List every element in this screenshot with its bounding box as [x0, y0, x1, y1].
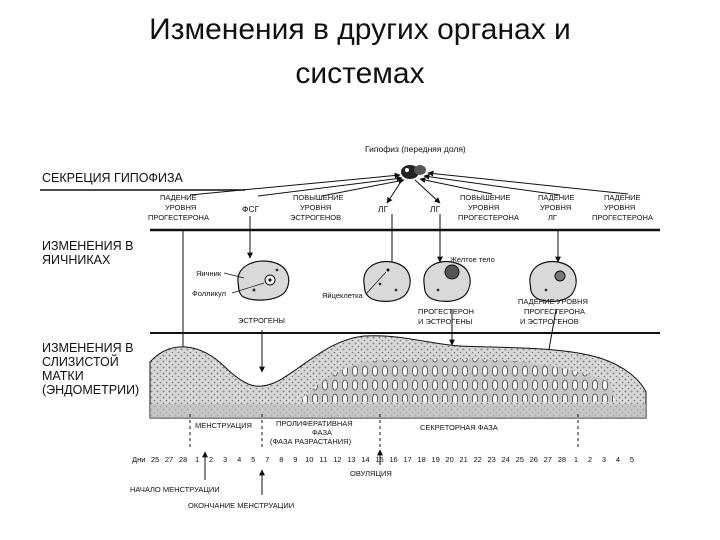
fall-label-3: И ЭСТРОГЕНОВ — [520, 317, 579, 326]
event-ovulation: ОВУЛЯЦИЯ — [350, 469, 392, 478]
svg-text:ПОВЫШЕНИЕ: ПОВЫШЕНИЕ — [460, 193, 511, 202]
corpus-luteum-label: Желтое тело — [450, 255, 495, 264]
phase-menstruation: МЕНСТРУАЦИЯ — [195, 421, 252, 430]
day-number: 21 — [459, 455, 467, 464]
day-number: 16 — [389, 455, 397, 464]
day-number: 17 — [403, 455, 411, 464]
title-line-2: системах — [295, 57, 425, 90]
event-menstruation-start: НАЧАЛО МЕНСТРУАЦИИ — [130, 485, 220, 494]
hormone-label-8: ПАДЕНИЕ УРОВНЯ ПРОГЕСТЕРОНА — [592, 193, 653, 222]
phase-proliferative-2: ФАЗА — [312, 428, 332, 437]
day-number: 22 — [474, 455, 482, 464]
svg-text:ПАДЕНИЕ: ПАДЕНИЕ — [160, 193, 197, 202]
svg-text:ПРОГЕСТЕРОНА: ПРОГЕСТЕРОНА — [458, 213, 519, 222]
section-endometrium-2: СЛИЗИСТОЙ — [42, 354, 119, 369]
slide-title: Изменения в других органах и системах — [0, 8, 720, 96]
svg-text:ПОВЫШЕНИЕ: ПОВЫШЕНИЕ — [293, 193, 344, 202]
day-number: 5 — [630, 455, 634, 464]
svg-text:ПАДЕНИЕ: ПАДЕНИЕ — [604, 193, 641, 202]
day-number: 9 — [293, 455, 297, 464]
day-number: 28 — [558, 455, 566, 464]
fall-label-2: ПРОГЕСТЕРОНА — [524, 307, 585, 316]
phase-proliferative-1: ПРОЛИФЕРАТИВНАЯ — [276, 419, 353, 428]
svg-text:ПРОГЕСТЕРОНА: ПРОГЕСТЕРОНА — [592, 213, 653, 222]
day-number: 12 — [333, 455, 341, 464]
hormone-label-1: ПАДЕНИЕ УРОВНЯ ПРОГЕСТЕРОНА — [148, 193, 209, 222]
day-number: 24 — [502, 455, 510, 464]
hormone-label-3: ПОВЫШЕНИЕ УРОВНЯ ЭСТРОГЕНОВ — [290, 193, 344, 222]
phase-secretory: СЕКРЕТОРНАЯ ФАЗА — [420, 423, 498, 432]
pituitary-icon — [401, 165, 426, 179]
day-number: 3 — [223, 455, 227, 464]
day-number: 4 — [237, 455, 241, 464]
section-ovary-changes-2: ЯИЧНИКАХ — [42, 253, 111, 267]
svg-text:ЭСТРОГЕНОВ: ЭСТРОГЕНОВ — [290, 213, 341, 222]
day-number: 11 — [320, 455, 328, 464]
section-ovary-changes-1: ИЗМЕНЕНИЯ В — [42, 239, 134, 253]
egg-label: Яйцеклетка — [322, 291, 364, 300]
title-line-1: Изменения в других органах и — [149, 13, 571, 46]
hormone-label-lh-1: ЛГ — [378, 204, 389, 214]
ovary-icon-4 — [529, 261, 577, 302]
follicle-label: Фолликул — [192, 289, 226, 298]
day-number: 1 — [195, 455, 199, 464]
day-number: 27 — [544, 455, 552, 464]
day-number: 14 — [361, 455, 369, 464]
svg-text:УРОВНЯ: УРОВНЯ — [300, 203, 331, 212]
section-endometrium-1: ИЗМЕНЕНИЯ В — [42, 341, 134, 355]
pituitary-label: Гипофиз (передняя доля) — [365, 144, 466, 154]
section-endometrium-3: МАТКИ — [42, 369, 84, 383]
estrogens-label: ЭСТРОГЕНЫ — [238, 316, 285, 325]
ovary-icon-3 — [423, 261, 471, 302]
ovary-icon-1 — [237, 260, 290, 301]
day-number: 15 — [375, 455, 383, 464]
prog-estr-label-1: ПРОГЕСТЕРОН — [418, 307, 474, 316]
day-number: 18 — [417, 455, 425, 464]
phase-dividers — [189, 414, 579, 450]
day-number: 1 — [574, 455, 578, 464]
day-number: 13 — [347, 455, 355, 464]
day-number: 20 — [445, 455, 453, 464]
ovary-label: Яичник — [196, 269, 222, 278]
day-number: 10 — [305, 455, 313, 464]
day-number: 25 — [151, 455, 159, 464]
phase-proliferative-3: (ФАЗА РАЗРАСТАНИЯ) — [270, 437, 352, 446]
hormone-arrows — [180, 170, 629, 495]
fall-label-1: ПАДЕНИЕ УРОВНЯ — [518, 297, 588, 306]
day-number: 2 — [588, 455, 592, 464]
day-number: 26 — [530, 455, 538, 464]
day-number: 28 — [179, 455, 187, 464]
ovary-icon-2 — [363, 261, 411, 302]
day-number: 25 — [516, 455, 524, 464]
day-number: 5 — [251, 455, 255, 464]
day-number: 19 — [431, 455, 439, 464]
hormone-label-6: ПОВЫШЕНИЕ УРОВНЯ ПРОГЕСТЕРОНА — [458, 193, 519, 222]
day-number: 4 — [616, 455, 620, 464]
endometrium-illustration — [149, 335, 647, 419]
prog-estr-label-2: И ЭСТРОГЕНЫ — [418, 317, 473, 326]
svg-text:УРОВНЯ: УРОВНЯ — [540, 203, 571, 212]
hormone-label-7: ПАДЕНИЕ УРОВНЯ ЛГ — [538, 193, 575, 222]
days-label: Дни — [132, 455, 145, 464]
svg-text:ЛГ: ЛГ — [548, 213, 557, 222]
day-number: 7 — [265, 455, 269, 464]
event-menstruation-end: ОКОНЧАНИЕ МЕНСТРУАЦИИ — [188, 501, 294, 510]
day-number: 2 — [209, 455, 213, 464]
hormone-label-fsh: ФСГ — [242, 204, 260, 214]
day-number: 8 — [279, 455, 283, 464]
svg-text:УРОВНЯ: УРОВНЯ — [604, 203, 635, 212]
svg-text:ПРОГЕСТЕРОНА: ПРОГЕСТЕРОНА — [148, 213, 209, 222]
hormone-label-lh-2: ЛГ — [430, 204, 441, 214]
section-pituitary-secretion: СЕКРЕЦИЯ ГИПОФИЗА — [42, 171, 184, 185]
day-number: 23 — [488, 455, 496, 464]
day-number: 3 — [602, 455, 606, 464]
section-endometrium-4: (ЭНДОМЕТРИИ) — [42, 383, 139, 397]
svg-text:УРОВНЯ: УРОВНЯ — [468, 203, 499, 212]
day-number: 27 — [165, 455, 173, 464]
svg-text:ПАДЕНИЕ: ПАДЕНИЕ — [538, 193, 575, 202]
svg-text:УРОВНЯ: УРОВНЯ — [165, 203, 196, 212]
